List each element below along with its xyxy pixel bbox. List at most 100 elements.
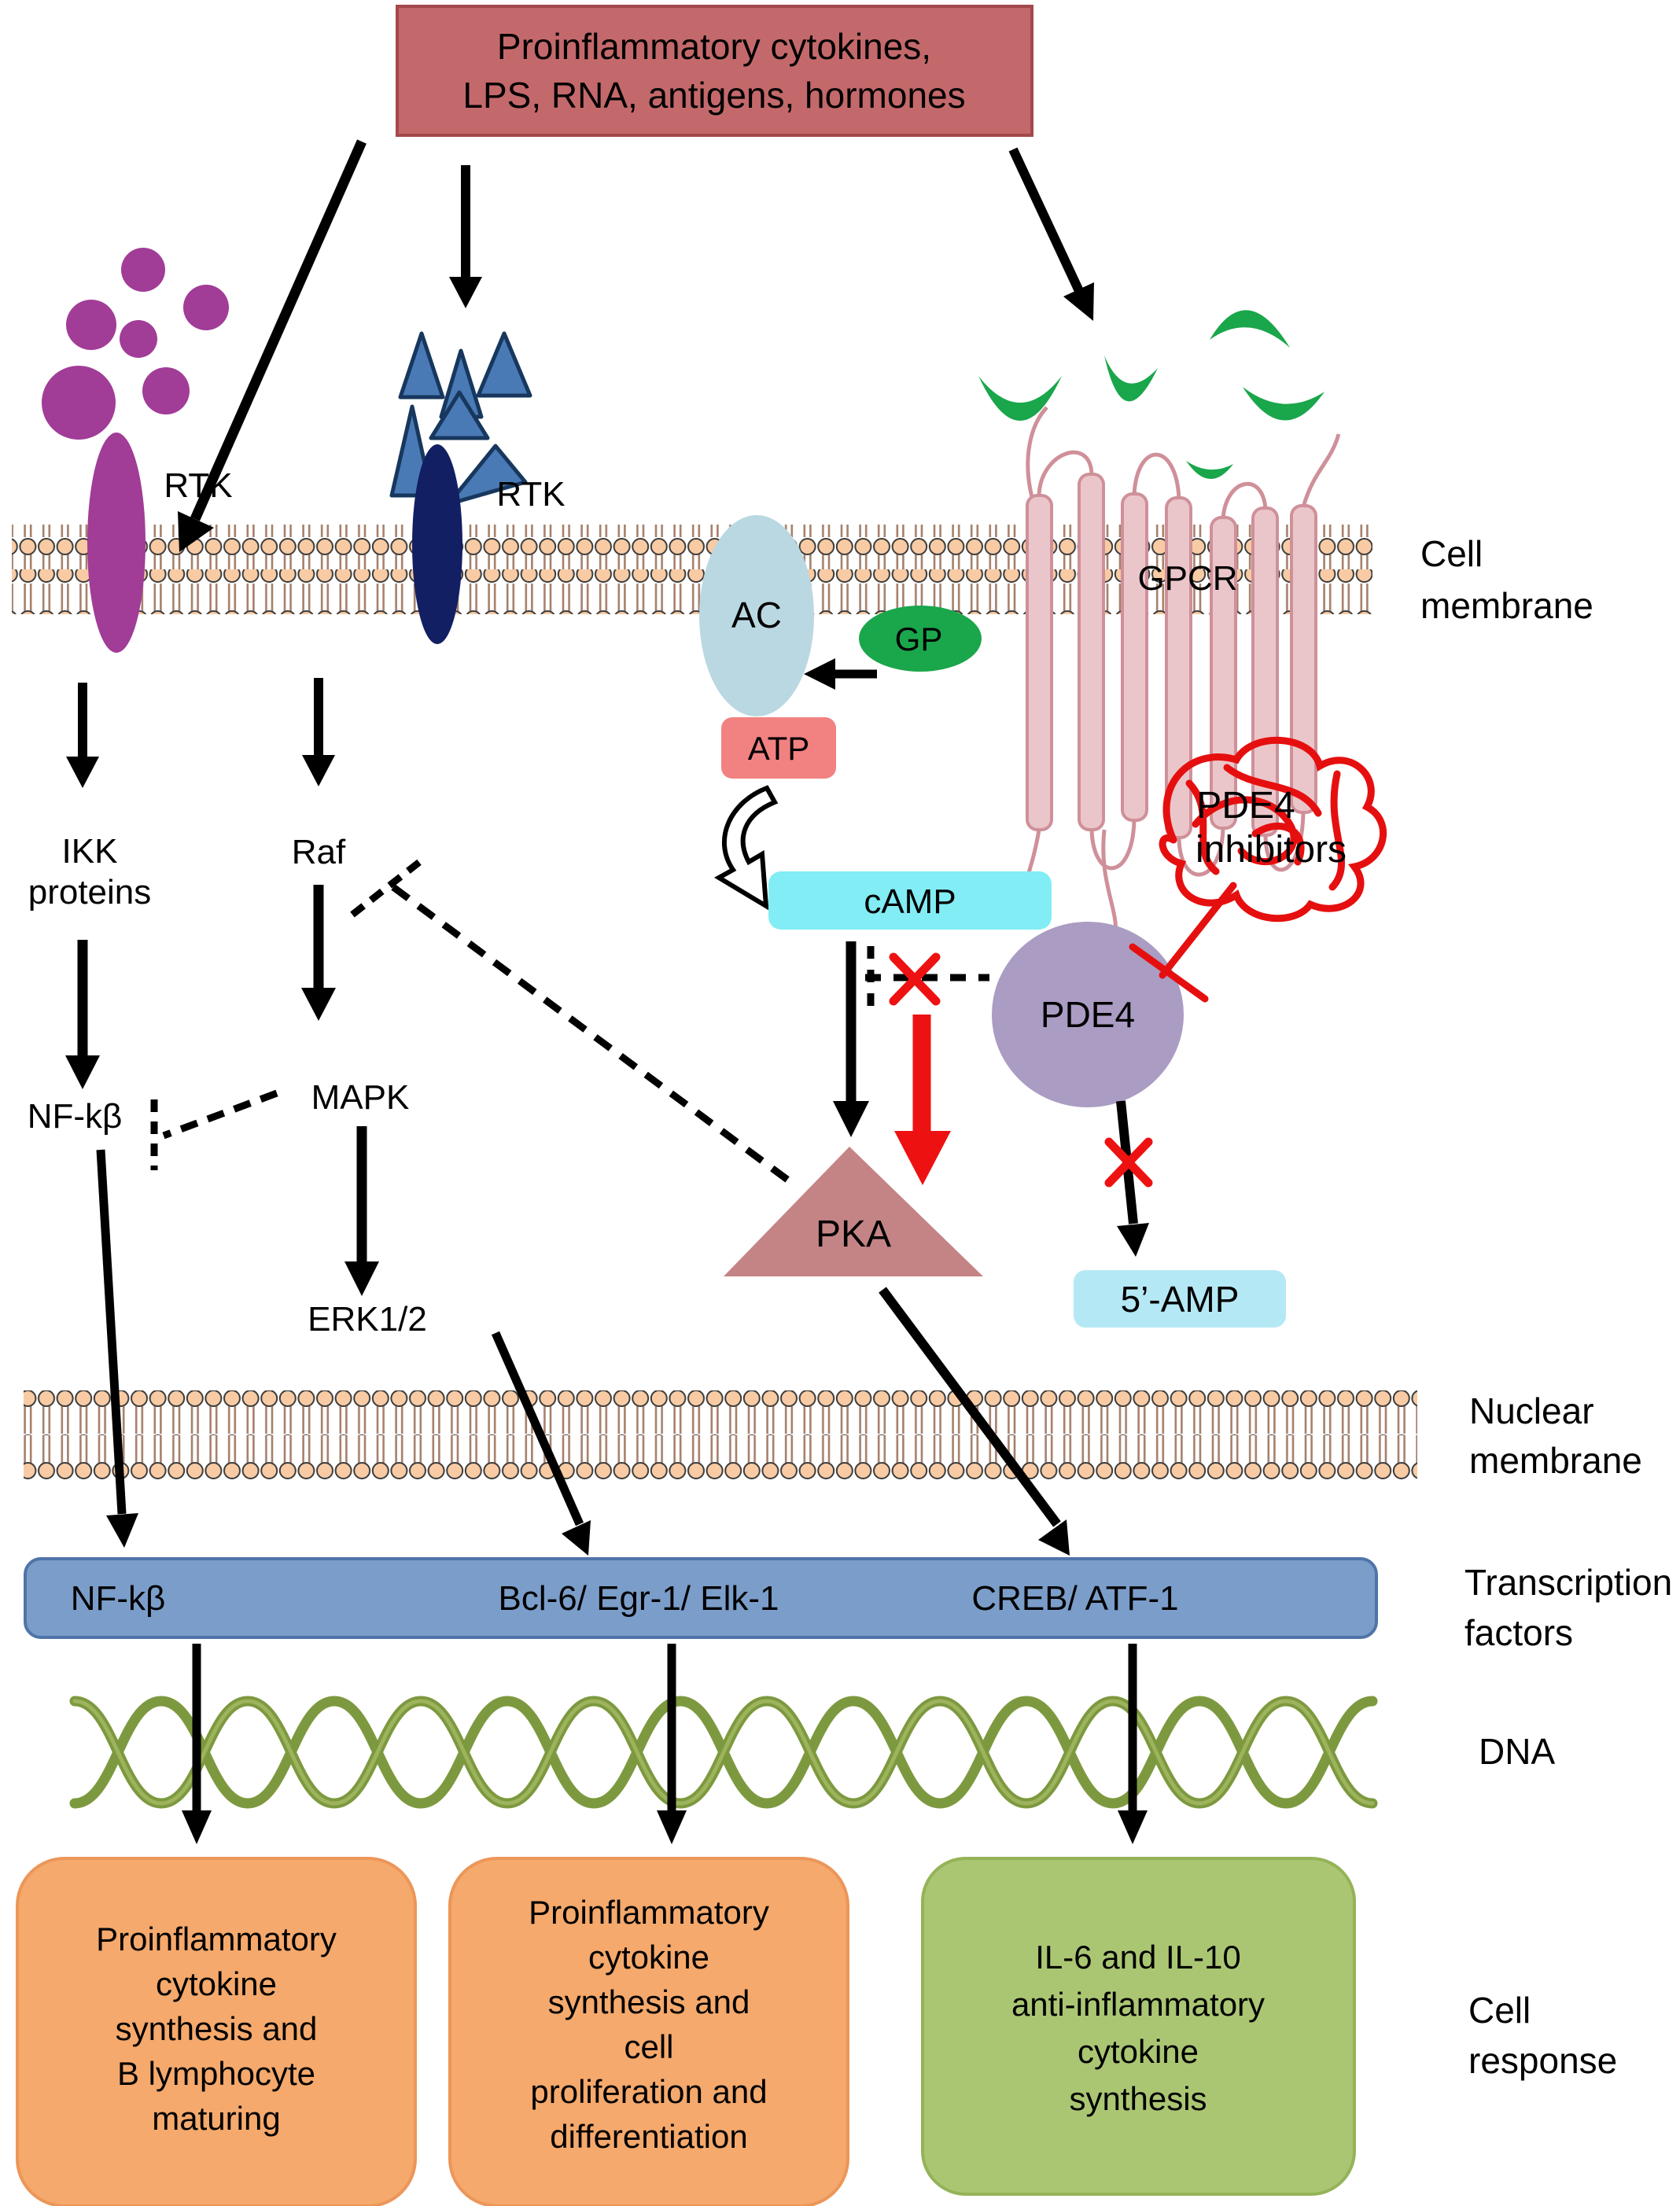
inhibitor-tbar [1129, 882, 1237, 1003]
ligand-circle [183, 285, 229, 330]
gpcr-label: GPCR [1137, 559, 1237, 598]
box1-line: maturing [152, 2100, 280, 2137]
ligand-circle [42, 366, 116, 440]
enhanced-camp-red-arrow [894, 1015, 951, 1185]
crescent [1243, 387, 1324, 421]
stimulus-box: Proinflammatory cytokines, LPS, RNA, ant… [396, 5, 1033, 137]
nuclear-membrane-label-2: membrane [1469, 1440, 1642, 1481]
mapk-inhibits-nfkb [150, 1089, 278, 1170]
raf-label: Raf [292, 833, 346, 871]
nfkb-label: NF-kβ [28, 1097, 123, 1136]
box1-line: Proinflammatory [96, 1921, 337, 1957]
red-x-amp [1104, 1137, 1153, 1188]
stimulus-line1: Proinflammatory cytokines, [497, 26, 931, 67]
box1-line: cytokine [156, 1965, 277, 2002]
box1-line: B lymphocyte [117, 2055, 315, 2092]
ligand-triangle [398, 331, 445, 400]
transcription-factors-label-2: factors [1464, 1612, 1573, 1653]
rtk-left-oval [87, 433, 146, 653]
pde4-inhibitors-label-2: inhibitors [1196, 829, 1347, 871]
atp-label: ATP [748, 730, 810, 767]
crescent [978, 376, 1062, 421]
nfkb-to-bar-arrow [96, 1149, 138, 1548]
amp5-label: 5’-AMP [1121, 1279, 1240, 1320]
pde4-inhibitors-scribble [1159, 736, 1387, 923]
ikk-label-2: proteins [28, 873, 152, 911]
ligand-triangle [446, 444, 528, 506]
tf-bcl6-label: Bcl-6/ Egr-1/ Elk-1 [499, 1579, 779, 1618]
box3-line: anti-inflammatory [1011, 1986, 1265, 2023]
box2-line: differentiation [550, 2118, 747, 2155]
box3-line: IL-6 and IL-10 [1035, 1939, 1241, 1976]
tf-nfkb-label: NF-kβ [71, 1579, 166, 1618]
dna-label: DNA [1479, 1731, 1555, 1772]
gpcr-loops [1019, 406, 1341, 942]
response-box-3: IL-6 and IL-10 anti-inflammatory cytokin… [921, 1857, 1356, 2196]
camp-box [768, 871, 1052, 930]
nuclear-membrane-label-1: Nuclear [1469, 1390, 1594, 1431]
bar-to-box1-arrow [182, 1644, 212, 1844]
crescent [1104, 355, 1158, 402]
bar-to-box2-arrow [657, 1644, 687, 1844]
ac-label: AC [731, 595, 782, 635]
mapk-to-erk-arrow [344, 1126, 379, 1296]
rtk-left-receptor [42, 248, 229, 653]
rtk-to-ikk-arrow [66, 683, 99, 788]
pde4-label: PDE4 [1041, 994, 1135, 1035]
cell-response-label-2: response [1468, 2040, 1617, 2081]
ligand-triangle [429, 390, 490, 440]
pde4-inhibitors-label-1: PDE4 [1196, 785, 1295, 827]
ligand-circle [121, 248, 165, 292]
rtk-middle-ligands [389, 331, 532, 506]
box2-line: synthesis and [548, 1983, 750, 2020]
rtk-left-label: RTK [164, 466, 232, 505]
raf-to-mapk-arrow [301, 885, 336, 1021]
box2-line: cell [624, 2028, 673, 2065]
ligand-circle [66, 300, 116, 350]
erk-label: ERK1/2 [308, 1300, 427, 1339]
gp-label: GP [895, 621, 943, 657]
gpcr-ligand-crescents [978, 310, 1324, 480]
camp-label: cAMP [864, 882, 956, 921]
box2-line: Proinflammatory [529, 1894, 769, 1931]
cell-membrane-label-1: Cell [1420, 533, 1483, 574]
tf-bar [24, 1557, 1378, 1639]
ikk-to-nfkb-arrow [65, 940, 100, 1089]
ligand-triangle [476, 331, 532, 398]
rtk-to-raf-arrow [302, 678, 335, 786]
gp-to-ac-arrow [804, 658, 877, 690]
adenylyl-cyclase [699, 515, 814, 716]
atp-box [721, 717, 836, 779]
crescent [1186, 461, 1233, 480]
pde4-circle [992, 922, 1184, 1107]
bar-to-box3-arrow [1118, 1644, 1148, 1844]
ligand-circle [142, 367, 190, 414]
nuclear-membrane [24, 1390, 1417, 1480]
g-protein [859, 606, 982, 672]
stimulus-line2: LPS, RNA, antigens, hormones [462, 75, 965, 116]
dna-helix [69, 1696, 1378, 1809]
gpcr-receptor [1019, 406, 1341, 942]
gpcr-helix [1078, 473, 1105, 831]
ikk-label-1: IKK [62, 832, 118, 871]
ligand-circle [120, 320, 157, 358]
cell-membrane-label-2: membrane [1420, 585, 1593, 626]
box2-line: cytokine [588, 1939, 709, 1976]
amp5-box [1074, 1270, 1286, 1328]
mapk-label: MAPK [311, 1078, 410, 1117]
pka-to-bar-arrow [879, 1287, 1070, 1556]
cell-response-label-1: Cell [1468, 1990, 1531, 2031]
pka-label: PKA [816, 1213, 891, 1255]
gpcr-helix [1026, 494, 1053, 831]
response-box-2: Proinflammatory cytokine synthesis and c… [448, 1857, 849, 2206]
gpcr-helix [1290, 504, 1317, 814]
box1-line: synthesis and [116, 2010, 318, 2047]
erk-to-bar-arrow [491, 1331, 591, 1556]
pka-inhibits-raf [350, 857, 798, 1189]
box3-line: cytokine [1078, 2033, 1199, 2070]
rtk-middle-oval [412, 444, 462, 644]
tf-creb-label: CREB/ ATF-1 [971, 1579, 1178, 1618]
pka-triangle [724, 1147, 983, 1276]
